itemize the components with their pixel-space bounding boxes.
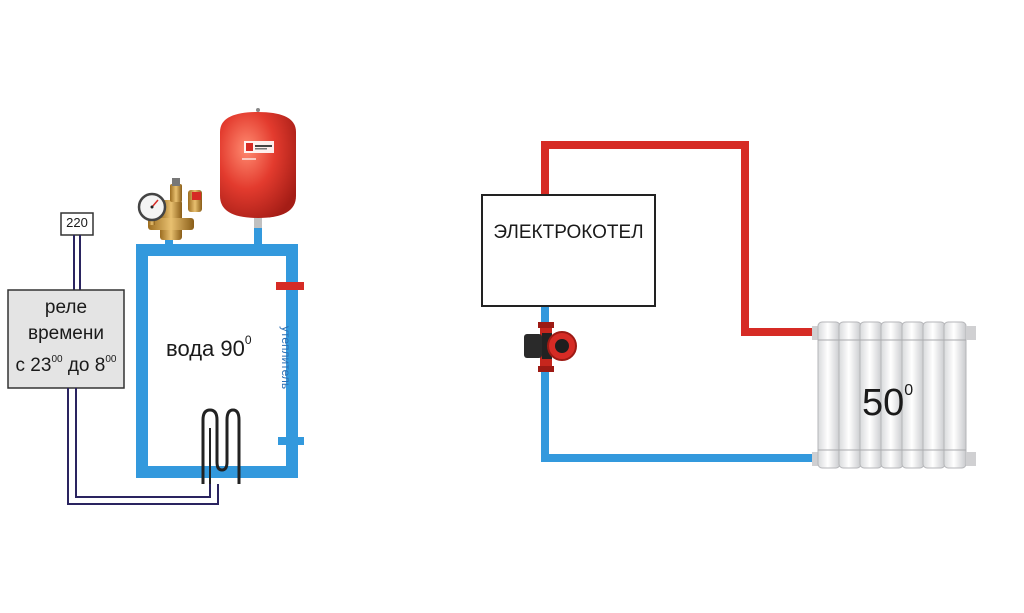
pressure-gauge-icon (137, 192, 167, 225)
radiator-icon (812, 321, 976, 469)
power-wires (73, 235, 81, 290)
relay-to-time: до 8 (62, 355, 106, 376)
hot-outlet-marker (276, 282, 304, 290)
relay-from-time: с 23 (15, 355, 52, 376)
circulation-pump-icon (524, 322, 577, 372)
relay-line-2: времени (28, 323, 104, 344)
tank-degree: 0 (244, 333, 252, 347)
tank-top-connections (165, 224, 262, 254)
heating-element-icon (201, 408, 241, 484)
relay-label: реле времени с 2300 до 800 (8, 295, 124, 379)
relay-box (7, 289, 125, 389)
relay-to-heater-wires (67, 388, 219, 505)
expansion-tank-icon (220, 108, 296, 228)
radiator-temp-label: 500 (862, 382, 913, 425)
radiator-sections (817, 321, 967, 469)
power-box-label: 220 (66, 215, 88, 230)
tank-water-label: вода 900 (166, 333, 252, 362)
relay-to-minutes: 00 (105, 354, 117, 365)
radiator-degree: 0 (904, 382, 914, 399)
boiler-label: ЭЛЕКТРОКОТЕЛ (493, 222, 644, 243)
tank-water-text: вода 90 (166, 336, 245, 361)
relay-line-1: реле (44, 297, 88, 318)
relay-from-minutes: 00 (51, 354, 63, 365)
radiator-temp-value: 50 (862, 382, 905, 424)
power-box (60, 212, 94, 236)
electric-boiler-box (481, 194, 656, 307)
insulation-label: утеплитель (279, 326, 293, 390)
hot-supply-pipe (541, 141, 818, 336)
storage-tank (136, 244, 298, 478)
relay-line-3: с 2300 до 800 (8, 347, 124, 379)
safety-valve-group-icon (148, 178, 202, 240)
cold-inlet-marker (278, 437, 304, 445)
